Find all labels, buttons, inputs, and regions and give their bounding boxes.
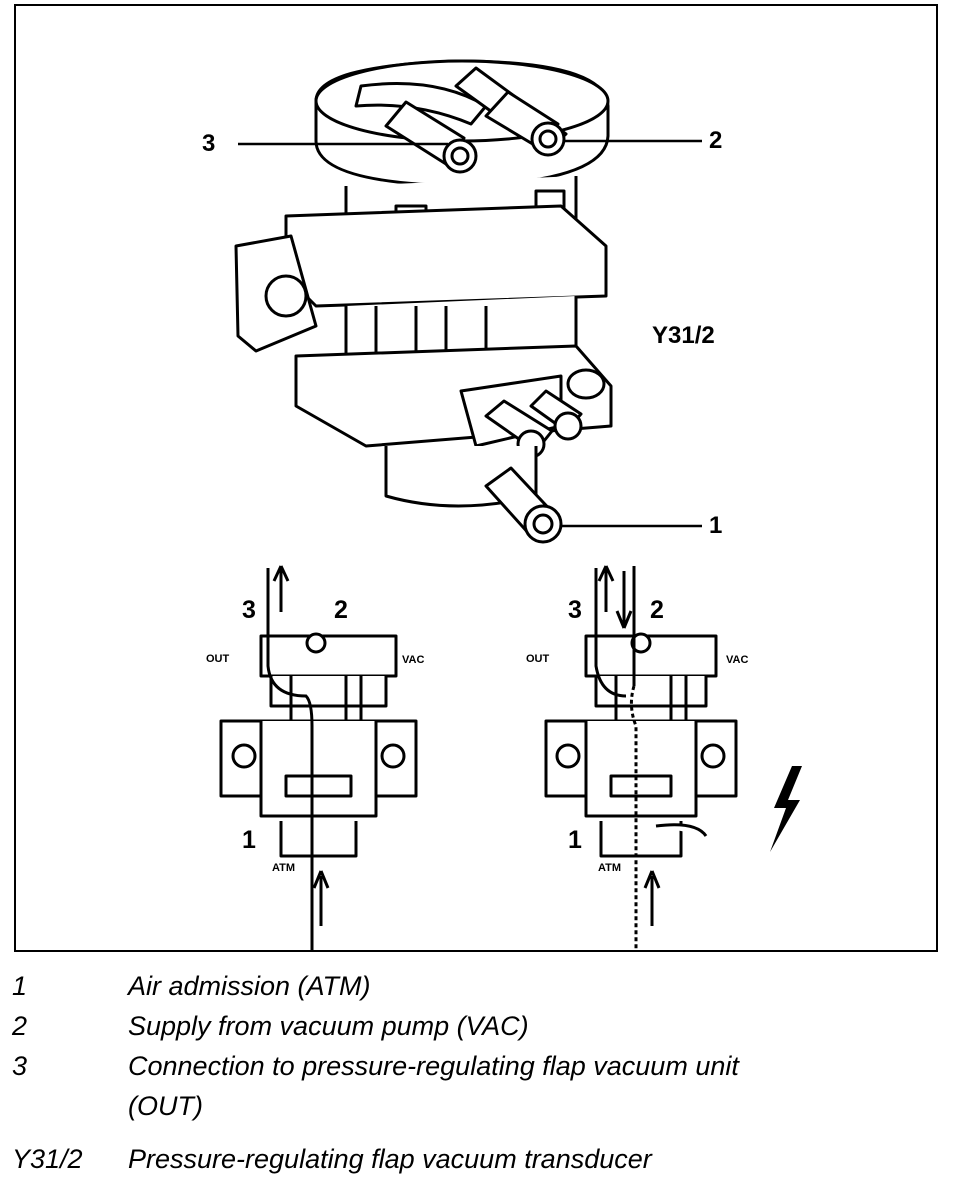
right-out-label: OUT — [526, 653, 550, 665]
legend-text-3: Connection to pressure-regulating flap v… — [128, 1051, 739, 1081]
legend-key-y31-2: Y31/2 — [12, 1144, 83, 1174]
callout-1: 1 — [709, 512, 723, 539]
callout-2: 2 — [709, 127, 723, 154]
left-label-3: 3 — [242, 596, 256, 624]
left-label-1: 1 — [242, 826, 256, 854]
legend-text-1: Air admission (ATM) — [128, 971, 371, 1001]
callout-3: 3 — [202, 130, 216, 157]
transducer-illustration — [219, 59, 738, 950]
left-vac-label: VAC — [402, 654, 425, 666]
legend-key-3: 3 — [12, 1051, 28, 1081]
legend-text-2: Supply from vacuum pump (VAC) — [128, 1011, 529, 1041]
legend-key-1: 1 — [12, 971, 28, 1001]
left-out-label: OUT — [206, 653, 230, 665]
right-label-3: 3 — [568, 596, 582, 624]
legend-text-y31-2: Pressure-regulating flap vacuum transduc… — [128, 1144, 652, 1174]
left-atm-label: ATM — [272, 862, 296, 874]
part-id-label: Y31/2 — [652, 322, 715, 349]
left-label-2: 2 — [334, 596, 348, 624]
legend-key-2: 2 — [12, 1011, 28, 1041]
lightning-bolt-icon — [770, 766, 802, 852]
right-label-2: 2 — [650, 596, 664, 624]
legend-text-3-cont: (OUT) — [128, 1091, 203, 1121]
right-label-1: 1 — [568, 826, 582, 854]
right-atm-label: ATM — [598, 862, 622, 874]
figure-frame: 3 2 1 Y31/2 3 2 OUT VAC 1 ATM 3 2 OUT VA… — [14, 4, 938, 952]
right-vac-label: VAC — [726, 654, 749, 666]
